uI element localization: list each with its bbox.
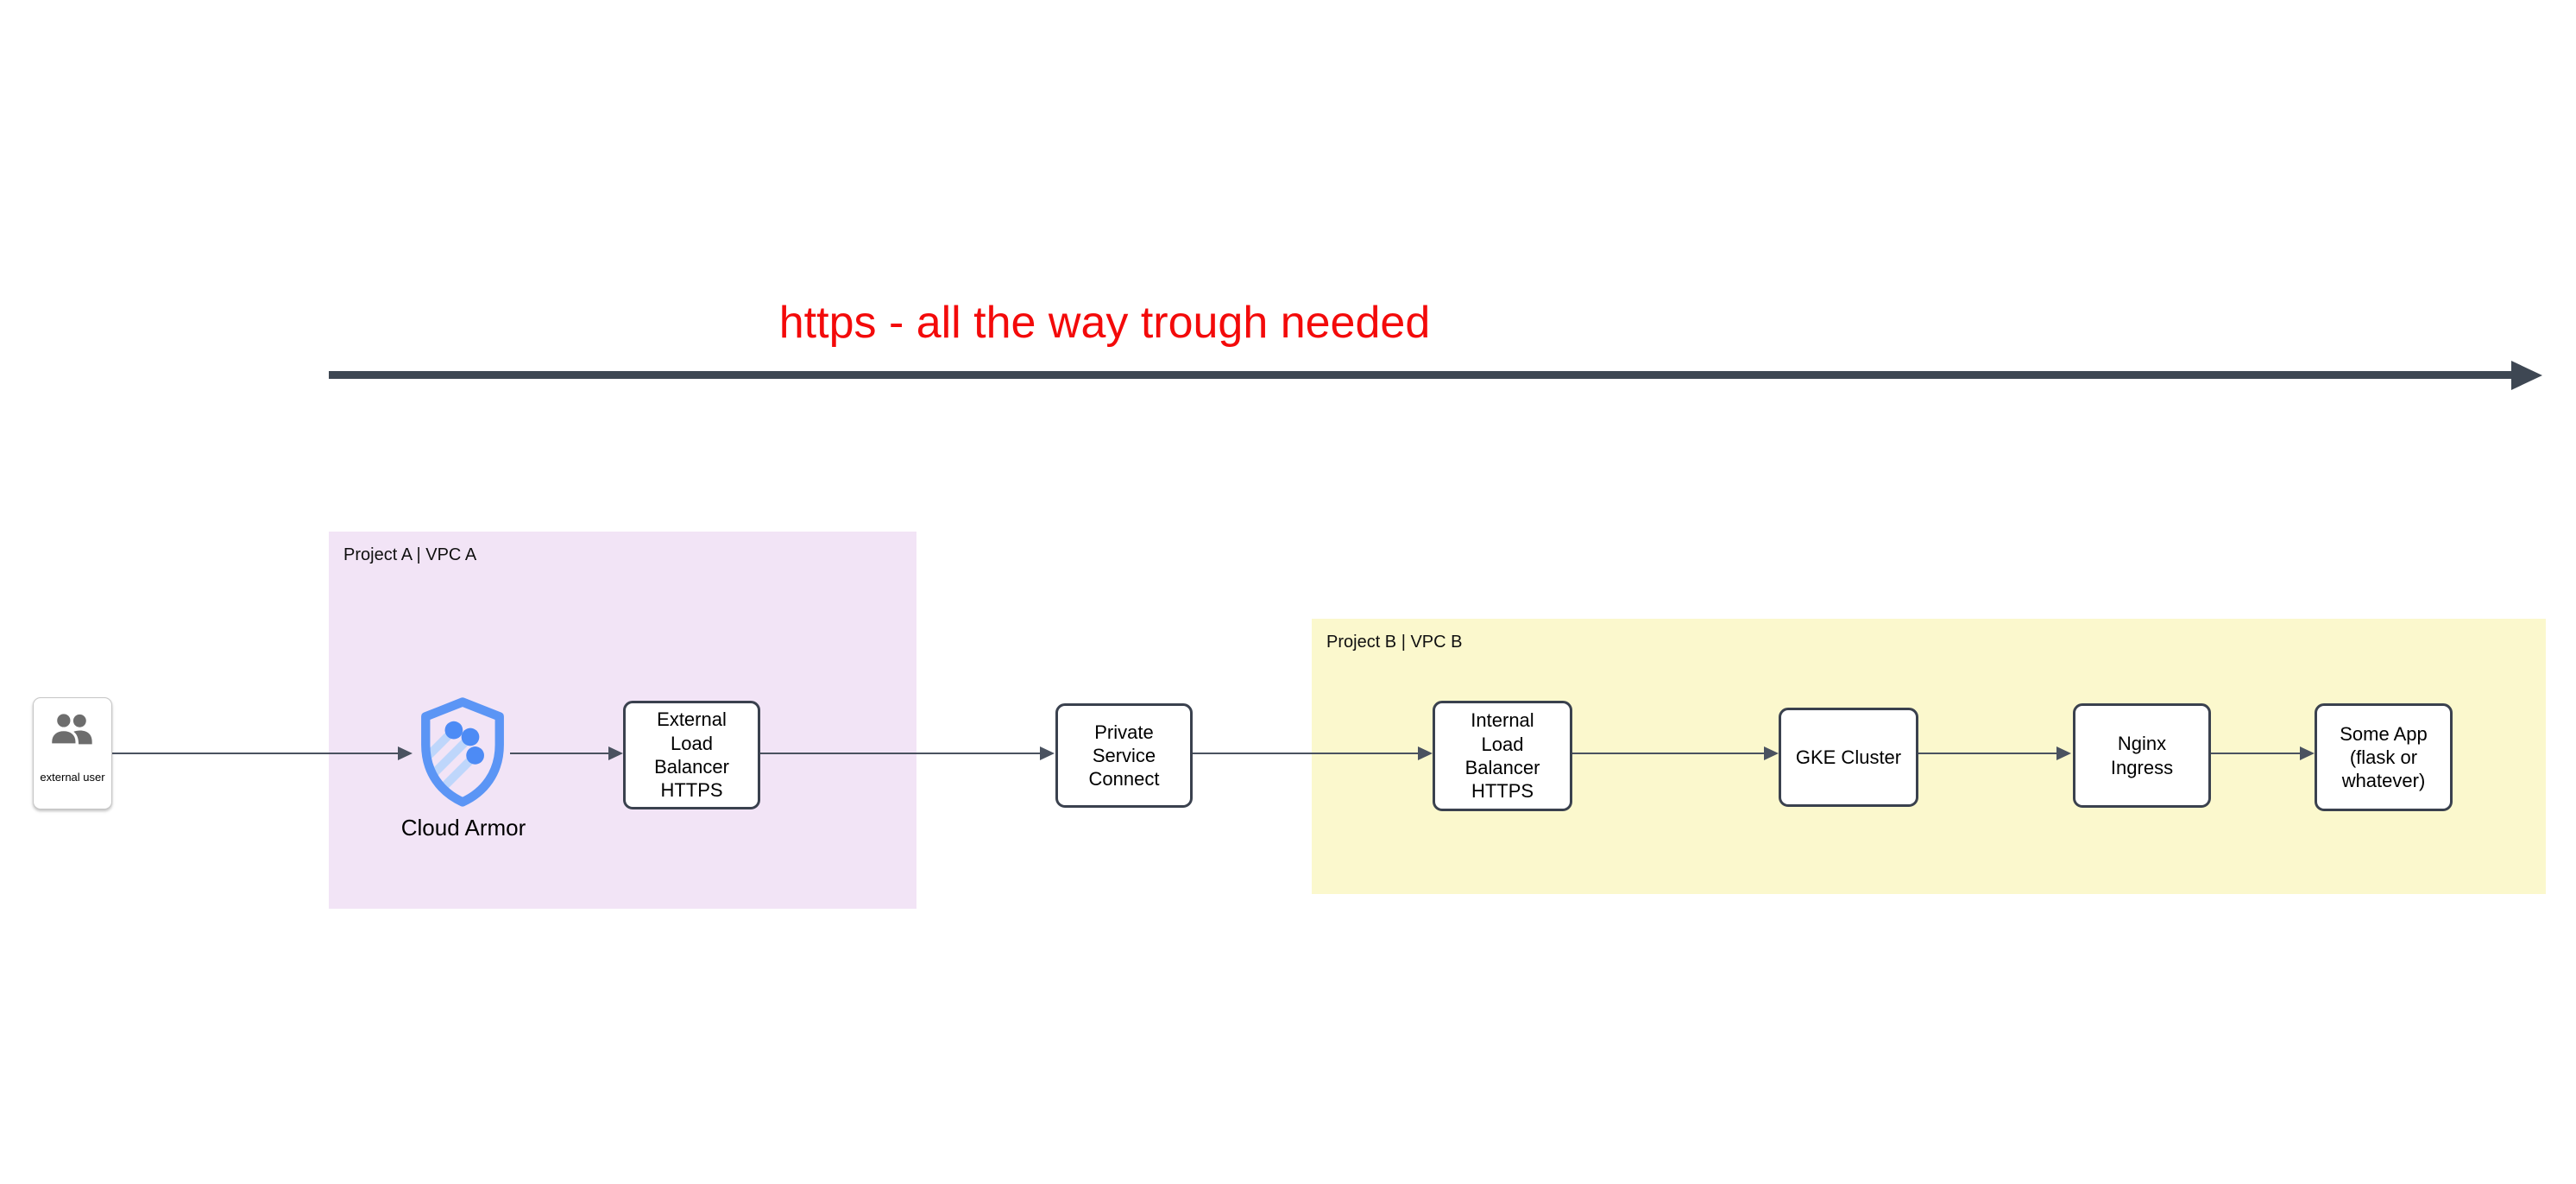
cloud-armor-node: [416, 696, 509, 809]
node-label-nginx-ingress: Nginx Ingress: [2110, 733, 2174, 778]
node-label-external-load-balancer: External Load Balancer HTTPS: [654, 709, 729, 802]
shield-icon: [421, 697, 504, 807]
flow-connector-nginx-to-app: [2211, 746, 2315, 760]
flow-connector-elb-to-psc: [760, 746, 1055, 760]
region-a-label: Project A | VPC A: [343, 545, 477, 564]
node-nginx-ingress: Nginx Ingress: [2073, 703, 2211, 808]
node-external-load-balancer: External Load Balancer HTTPS: [623, 701, 760, 809]
diagram-title: https - all the way trough needed: [778, 298, 1431, 348]
https-flow-arrow: [329, 371, 2513, 379]
external-user-node: external user: [33, 697, 112, 809]
flow-connector-ilb-to-gke: [1572, 746, 1779, 760]
node-gke-cluster: GKE Cluster: [1779, 708, 1918, 807]
users-icon: [50, 712, 92, 746]
flow-connector-user-to-armor: [112, 746, 413, 760]
node-label-private-service-connect: Private Service Connect: [1088, 721, 1160, 790]
node-label-gke-cluster: GKE Cluster: [1795, 746, 1902, 768]
flow-connector-armor-to-elb: [510, 746, 623, 760]
node-label-some-app: Some App (flask or whatever): [2340, 722, 2428, 792]
https-flow-arrowhead-icon: [2511, 361, 2542, 390]
node-internal-load-balancer: Internal Load Balancer HTTPS: [1433, 701, 1572, 811]
flow-connector-gke-to-nginx: [1918, 746, 2071, 760]
node-private-service-connect: Private Service Connect: [1055, 703, 1193, 808]
cloud-armor-label: Cloud Armor: [400, 815, 526, 841]
node-some-app: Some App (flask or whatever): [2315, 703, 2453, 811]
node-label-internal-load-balancer: Internal Load Balancer HTTPS: [1464, 709, 1540, 803]
external-user-label: external user: [40, 771, 105, 784]
flow-connector-psc-to-ilb: [1193, 746, 1433, 760]
region-b-label: Project B | VPC B: [1326, 633, 1463, 652]
